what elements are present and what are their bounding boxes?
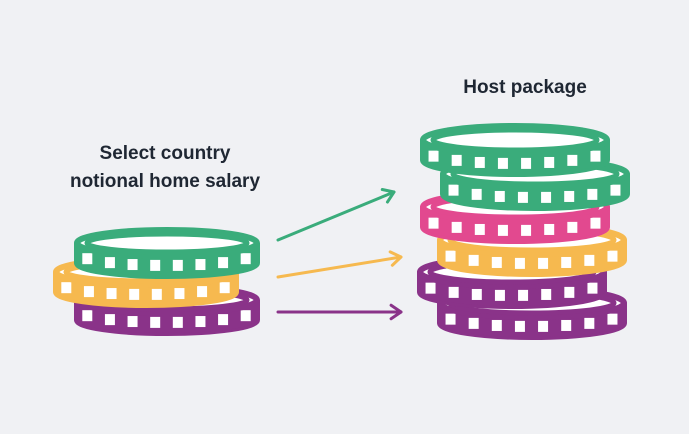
- right-stack-title: Host package: [463, 77, 587, 98]
- right-coin-stack: [417, 123, 630, 340]
- left-title-line-1: Select country: [99, 143, 231, 164]
- left-stack-title: Select country notional home salary: [40, 140, 290, 196]
- arrow-yellow: [276, 250, 403, 279]
- right-coin-green-1: [420, 123, 610, 177]
- left-coin-stack: [53, 227, 260, 336]
- arrow-purple: [276, 303, 403, 321]
- arrow-green: [276, 188, 396, 242]
- left-coin-green: [74, 227, 260, 279]
- left-title-line-2: notional home salary: [69, 171, 261, 192]
- transfer-arrows: [276, 188, 403, 321]
